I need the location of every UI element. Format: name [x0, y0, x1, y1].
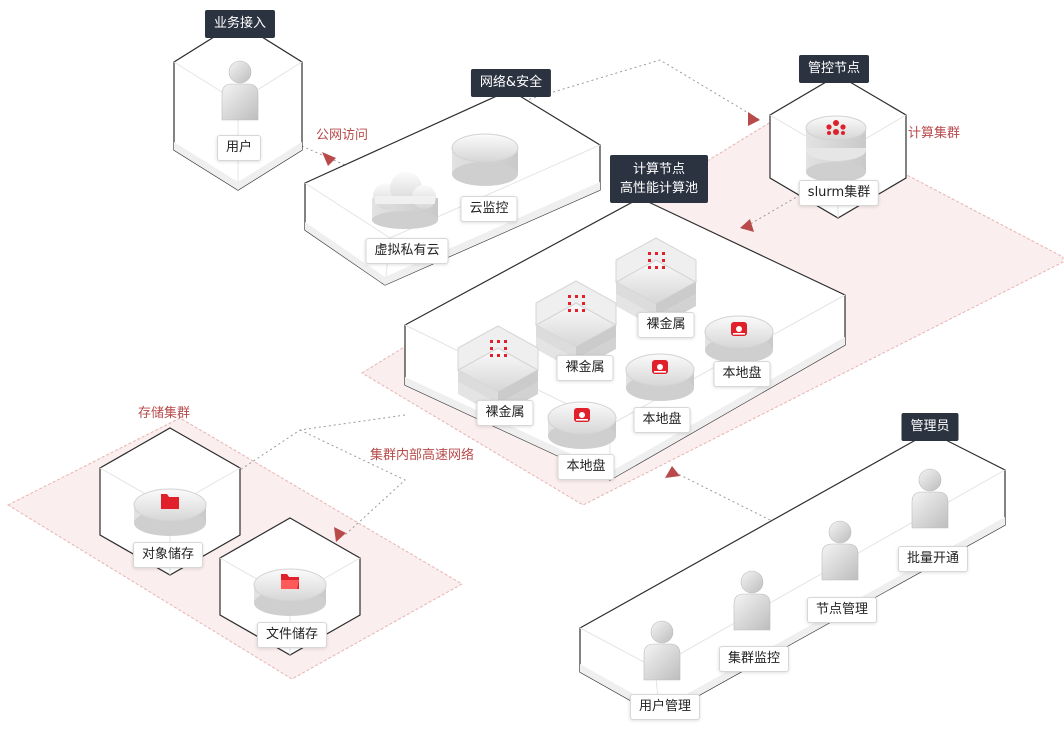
public-access-annotation: 公网访问 [316, 128, 369, 143]
object-storage-label: 对象储存 [132, 542, 204, 568]
network-security-header: 网络&安全 [470, 69, 552, 97]
local-disk-icon [625, 353, 695, 401]
user-mgmt-label: 用户管理 [629, 694, 701, 720]
batch-open-person-icon [911, 468, 949, 529]
batch-open-label: 批量开通 [897, 546, 969, 572]
business-access-header: 业务接入 [204, 10, 276, 38]
file-storage-icon [253, 568, 327, 616]
local-disk-label-3: 本地盘 [557, 454, 615, 480]
slurm-cluster-icon [805, 115, 867, 182]
vpc-label: 虚拟私有云 [365, 238, 449, 264]
local-disk-icon [704, 315, 774, 363]
node-mgmt-person-icon [821, 520, 859, 581]
user-mgmt-person-icon [643, 620, 681, 681]
object-storage-icon [133, 488, 207, 536]
local-disk-label-2: 本地盘 [633, 407, 691, 433]
bare-metal-server-icon [456, 325, 540, 416]
cluster-network-annotation: 集群内部高速网络 [370, 448, 475, 463]
slurm-cluster-label: slurm集群 [798, 180, 880, 206]
bare-metal-label-1: 裸金属 [637, 312, 695, 338]
storage-cluster-annotation: 存储集群 [138, 406, 191, 421]
local-disk-label-1: 本地盘 [713, 361, 771, 387]
compute-node-header-line2: 高性能计算池 [619, 181, 699, 196]
user-figure-icon [221, 60, 259, 121]
file-storage-label: 文件储存 [256, 622, 328, 648]
vpc-cloud-icon [372, 172, 438, 229]
bare-metal-server-icon [534, 280, 618, 371]
local-disk-icon [547, 401, 617, 449]
user-label: 用户 [216, 135, 262, 161]
cloud-monitor-icon [451, 133, 519, 186]
compute-cluster-annotation: 计算集群 [908, 126, 961, 141]
cloud-monitor-label: 云监控 [460, 196, 518, 222]
node-mgmt-label: 节点管理 [806, 597, 878, 623]
cluster-monitor-label: 集群监控 [718, 646, 790, 672]
compute-node-header: 计算节点 高性能计算池 [609, 155, 709, 203]
bare-metal-label-3: 裸金属 [476, 400, 534, 426]
admin-header: 管理员 [901, 413, 959, 441]
compute-node-header-line1: 计算节点 [632, 162, 686, 177]
control-node-header: 管控节点 [798, 55, 870, 83]
cluster-monitor-person-icon [733, 570, 771, 631]
bare-metal-label-2: 裸金属 [556, 355, 614, 381]
connector-lines [239, 59, 801, 536]
